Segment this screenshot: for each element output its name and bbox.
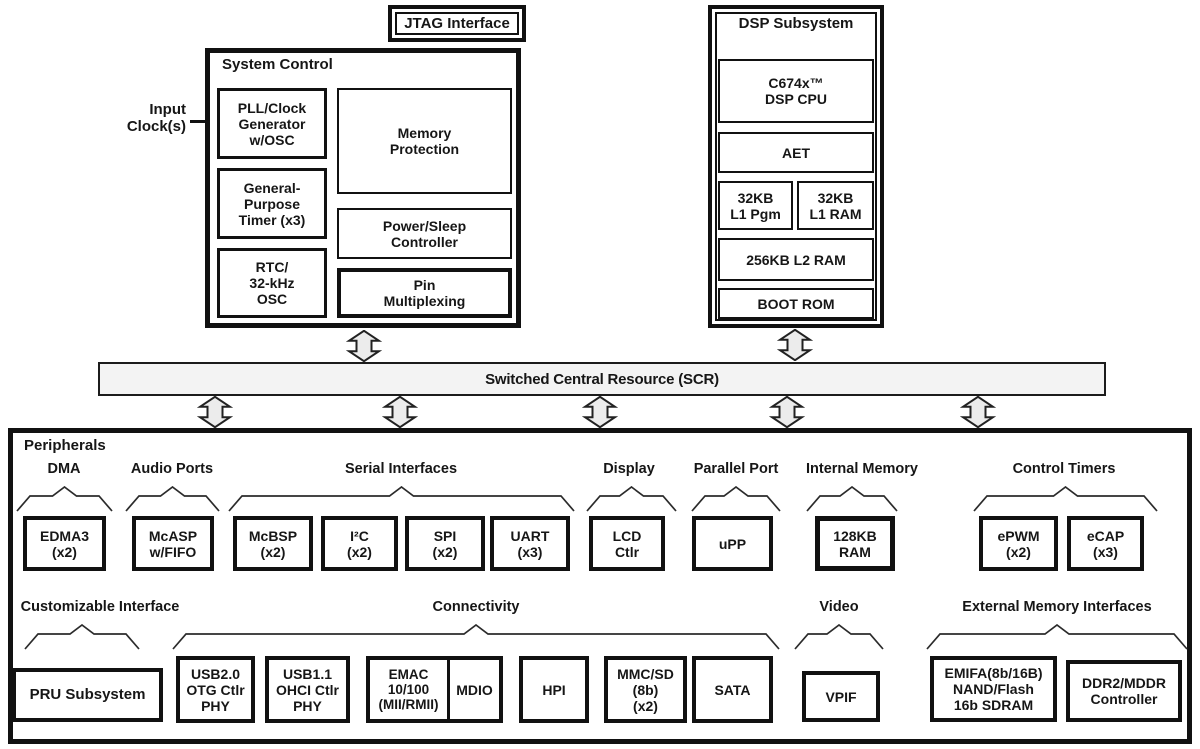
block-boot-rom: BOOT ROM [718,288,874,319]
group-brace [228,486,575,513]
group-brace [125,486,220,513]
block-lcd-ctlr: LCD Ctlr [589,516,665,571]
bidirectional-arrow-icon [960,396,996,428]
block-aet: AET [718,132,874,173]
group-label-dma: DMA [47,461,81,477]
block-usb20-otg: USB2.0 OTG Ctlr PHY [176,656,255,723]
scr-bus-bar: Switched Central Resource (SCR) [98,362,1106,396]
block-emifa: EMIFA(8b/16B) NAND/Flash 16b SDRAM [930,656,1057,722]
input-clock-label: Input Clock(s) [126,101,186,135]
input-clock-arrow-line [190,120,208,123]
group-brace [16,486,113,513]
block-spi: SPI (x2) [405,516,485,571]
block-epwm: ePWM (x2) [979,516,1058,571]
block-vpif: VPIF [802,671,880,722]
bidirectional-arrow-icon [382,396,418,428]
group-label-display: Display [603,461,655,477]
block-upp: uPP [692,516,773,571]
group-brace [973,486,1158,513]
group-label-customizable-interface: Customizable Interface [20,599,180,615]
bidirectional-arrow-icon [777,329,813,361]
group-brace [926,624,1188,651]
block-emac: EMAC 10/100 (MII/RMII) [370,660,450,719]
block-power-sleep-controller: Power/Sleep Controller [337,208,512,259]
scr-label: Switched Central Resource (SCR) [485,370,719,388]
block-mcasp: McASP w/FIFO [132,516,214,571]
block-l2-ram: 256KB L2 RAM [718,238,874,281]
block-uart: UART (x3) [490,516,570,571]
group-brace [172,624,780,651]
block-ddr2-mddr: DDR2/MDDR Controller [1066,660,1182,722]
block-pin-multiplexing: Pin Multiplexing [337,268,512,318]
block-mcbsp: McBSP (x2) [233,516,313,571]
block-i2c: I²C (x2) [321,516,398,571]
jtag-interface-box: JTAG Interface [388,5,526,42]
peripherals-title: Peripherals [24,437,106,454]
group-label-audio-ports: Audio Ports [130,461,214,477]
group-label-external-memory-interfaces: External Memory Interfaces [962,599,1152,615]
block-memory-protection: Memory Protection [337,88,512,194]
group-label-connectivity: Connectivity [432,599,520,615]
group-brace [806,486,898,513]
group-brace [794,624,884,651]
block-128kb-ram: 128KB RAM [815,516,895,571]
block-emac-mdio-group: EMAC 10/100 (MII/RMII) MDIO [366,656,503,723]
block-hpi: HPI [519,656,589,723]
block-sata: SATA [692,656,773,723]
block-l1-ram: 32KB L1 RAM [797,181,874,230]
system-control-title: System Control [222,56,333,73]
block-rtc-osc: RTC/ 32-kHz OSC [217,248,327,318]
group-label-serial-interfaces: Serial Interfaces [344,461,458,477]
group-label-internal-memory: Internal Memory [806,461,918,477]
bidirectional-arrow-icon [582,396,618,428]
bidirectional-arrow-icon [769,396,805,428]
dsp-subsystem-title: DSP Subsystem [738,15,854,32]
block-gp-timer: General- Purpose Timer (x3) [217,168,327,239]
block-edma3: EDMA3 (x2) [23,516,106,571]
bidirectional-arrow-icon [346,330,382,362]
group-label-control-timers: Control Timers [1012,461,1116,477]
group-label-video: Video [819,599,859,615]
block-l1-pgm: 32KB L1 Pgm [718,181,793,230]
group-label-parallel-port: Parallel Port [693,461,779,477]
group-brace [691,486,781,513]
block-usb11-ohci: USB1.1 OHCI Ctlr PHY [265,656,350,723]
jtag-label: JTAG Interface [404,14,510,32]
group-brace [24,624,140,651]
block-mdio: MDIO [456,681,493,698]
block-pru-subsystem: PRU Subsystem [12,668,163,722]
group-brace [586,486,677,513]
block-dsp-cpu: C674x™ DSP CPU [718,59,874,123]
bidirectional-arrow-icon [197,396,233,428]
block-ecap: eCAP (x3) [1067,516,1144,571]
block-mmcsd: MMC/SD (8b) (x2) [604,656,687,723]
block-pll-clock-generator: PLL/Clock Generator w/OSC [217,88,327,159]
